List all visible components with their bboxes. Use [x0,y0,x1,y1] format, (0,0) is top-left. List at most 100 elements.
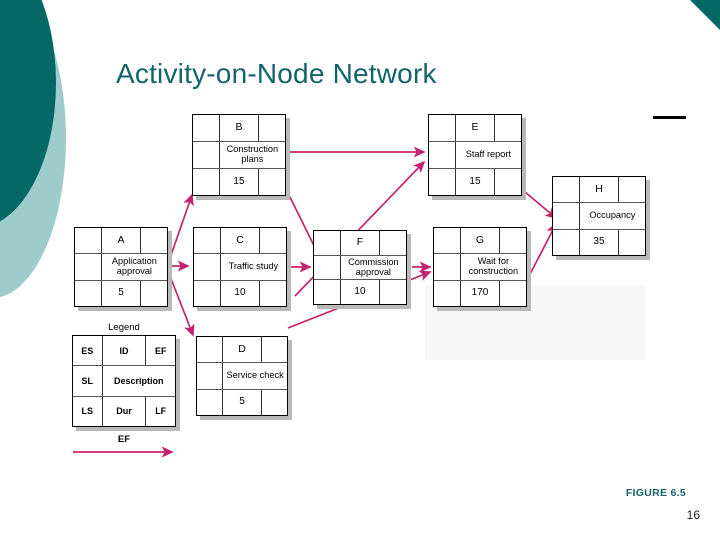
node-ef [380,231,406,255]
node-id: C [219,228,261,254]
node-c[interactable]: C Traffic study 10 [193,227,287,307]
node-ls [197,390,222,415]
legend-es: ES [81,345,94,356]
node-es [75,228,101,253]
node-id: G [459,228,501,254]
node-lf [260,281,286,306]
node-row-top: E [429,115,521,141]
node-es [434,228,460,253]
node-id: H [578,177,620,203]
node-sl [75,254,101,279]
node-ef [495,115,521,141]
legend-arrow-icon [73,446,174,458]
node-sl [429,142,455,168]
node-description: Construction plans [218,142,285,168]
node-id: D [222,337,262,363]
node-sl [194,254,220,279]
legend-sl: SL [81,375,94,386]
node-lf [619,230,645,255]
node-es [314,231,340,255]
node-lf [500,281,526,306]
edge-a-b [169,193,194,259]
legend-box: ES ID EF SL Description LS Dur LF [72,335,176,427]
node-duration: 35 [578,229,620,255]
node-duration: 10 [339,280,381,305]
node-row-middle: Construction plans [193,141,285,169]
page-number: 16 [686,508,700,522]
node-ls [75,281,101,306]
node-row-top: F [314,231,406,255]
legend-ls: LS [81,406,94,417]
node-row-middle: Application approval [75,253,167,281]
node-e[interactable]: E Staff report 15 [428,114,522,196]
legend: Legend ES ID EF SL Description LS Dur LF [72,322,176,458]
node-id: A [100,228,142,254]
node-row-top: B [193,115,285,141]
node-row-top: G [434,228,526,254]
node-row-middle: Service check [197,362,287,390]
node-es [429,115,455,141]
legend-lf: LF [155,406,167,417]
node-duration: 5 [100,280,142,306]
node-sl [193,142,219,168]
legend-id: ID [101,336,147,366]
node-duration: 10 [219,280,261,306]
node-row-top: A [75,228,167,254]
legend-title: Legend [108,322,140,333]
node-duration: 5 [222,389,262,415]
legend-row-bottom: LS Dur LF [73,396,175,426]
node-f[interactable]: F Commission approval 10 [313,230,407,305]
node-lf [380,280,406,304]
node-row-top: H [553,177,645,203]
node-ef [141,228,167,253]
node-ls [429,169,455,195]
node-description: Occupancy [578,203,645,229]
decorative-corner-triangle [690,0,720,30]
node-lf [495,169,521,195]
node-sl [314,256,340,280]
node-ls [193,169,219,195]
node-description: Service check [222,363,287,389]
node-row-middle: Wait for construction [434,253,526,281]
node-row-bottom: 5 [197,389,287,415]
legend-key-label: EF [117,434,131,445]
node-h[interactable]: H Occupancy 35 [552,176,646,256]
decorative-rule [653,116,686,119]
node-ef [262,337,287,362]
node-a[interactable]: A Application approval 5 [74,227,168,307]
node-description: Traffic study [219,254,286,280]
node-id: E [454,115,496,141]
node-row-middle: Commission approval [314,254,406,281]
node-ls [434,281,460,306]
node-row-bottom: 5 [75,280,167,306]
node-row-bottom: 15 [429,169,521,195]
activity-on-node-diagram: B Construction plans 15 E Sta [0,100,720,480]
node-description: Commission approval [339,255,406,280]
page-title: Activity-on-Node Network [116,58,437,89]
legend-dur: Dur [101,396,147,426]
node-es [194,228,220,253]
node-duration: 170 [459,280,501,306]
node-row-bottom: 35 [553,229,645,255]
node-es [197,337,222,362]
node-ef [259,115,285,141]
node-row-top: D [197,337,287,363]
node-id: F [339,231,381,255]
node-ls [314,280,340,304]
node-b[interactable]: B Construction plans 15 [192,114,286,196]
legend-description: Description [101,366,175,396]
node-d[interactable]: D Service check 5 [196,336,288,416]
node-row-middle: Occupancy [553,202,645,230]
node-row-middle: Staff report [429,141,521,169]
node-lf [262,390,287,415]
legend-row-top: ES ID EF [73,336,175,366]
node-es [553,177,579,202]
node-ls [553,230,579,255]
node-g[interactable]: G Wait for construction 170 [433,227,527,307]
node-sl [553,203,579,228]
node-description: Wait for construction [459,254,526,280]
node-lf [141,281,167,306]
node-row-top: C [194,228,286,254]
node-lf [259,169,285,195]
